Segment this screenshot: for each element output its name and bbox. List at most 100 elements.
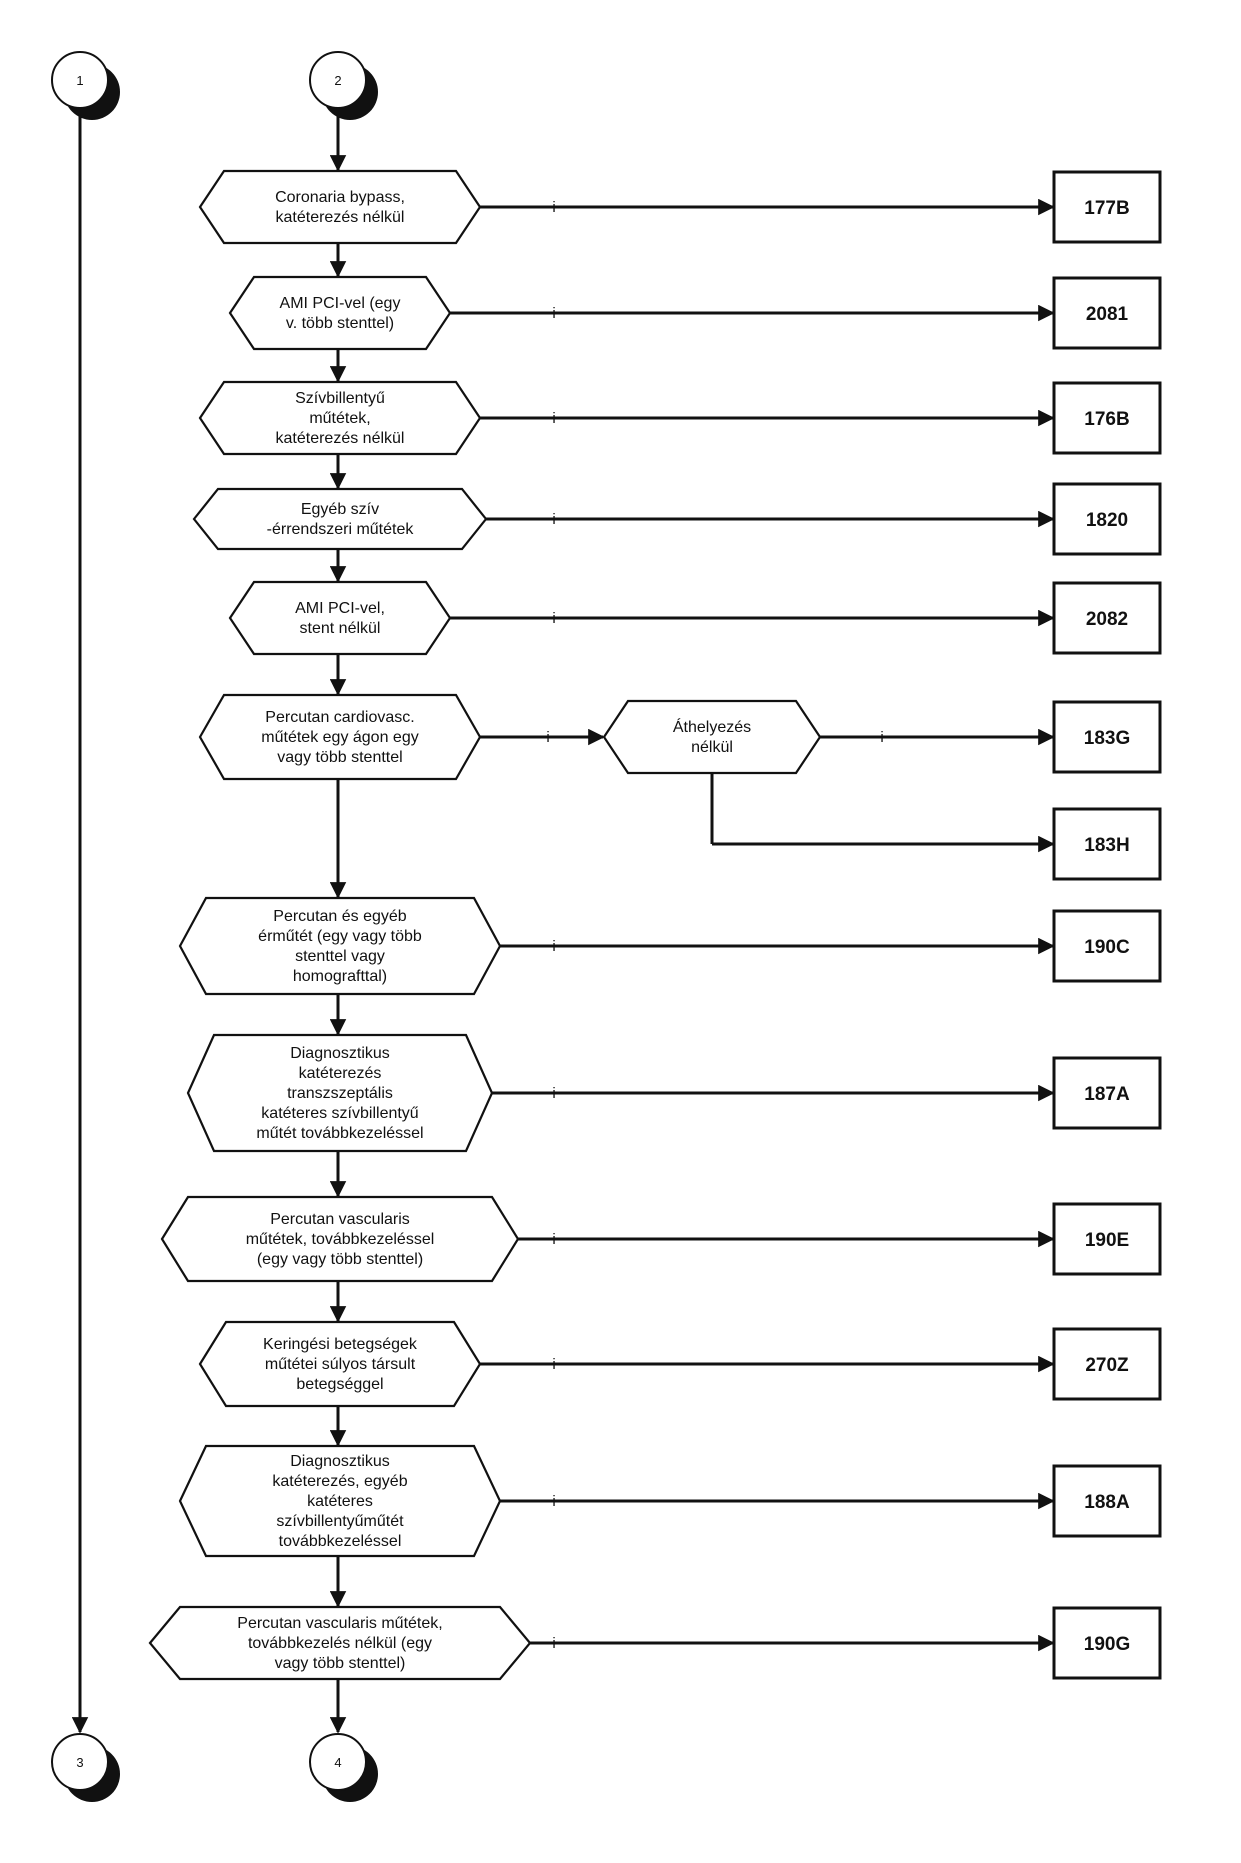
decision-text-line: műtét továbbkezeléssel bbox=[256, 1125, 423, 1142]
decision-shape bbox=[228, 580, 452, 656]
decision-text-line: Diagnosztikus bbox=[290, 1045, 390, 1062]
edge-label: i bbox=[552, 410, 555, 427]
result-177B: 177B bbox=[1052, 170, 1162, 244]
decision-text-line: katéteres szívbillentyű bbox=[261, 1105, 419, 1122]
result-box bbox=[1052, 807, 1162, 881]
decision-shape bbox=[198, 693, 482, 781]
decision-shape bbox=[178, 1444, 502, 1558]
result-code: 187A bbox=[1084, 1084, 1130, 1105]
edge-label: i bbox=[552, 1356, 555, 1373]
result-box bbox=[1052, 581, 1162, 655]
decision-text-line: v. több stenttel) bbox=[286, 315, 394, 332]
decision-d8: Diagnosztikuskatéterezéstranszszeptálisk… bbox=[186, 1033, 494, 1153]
connector-label: 1 bbox=[76, 73, 83, 88]
result-box bbox=[1052, 1464, 1162, 1538]
decision-text-line: homografttal) bbox=[293, 968, 387, 985]
decision-text-line: katéterezés bbox=[299, 1065, 382, 1082]
decision-text-line: nélkül bbox=[691, 739, 733, 756]
decision-text-line: AMI PCI-vel, bbox=[295, 600, 385, 617]
result-176B: 176B bbox=[1052, 381, 1162, 455]
result-box bbox=[1052, 170, 1162, 244]
result-code: 190E bbox=[1085, 1230, 1129, 1251]
decision-shape bbox=[198, 1320, 482, 1408]
connector-3: 3 bbox=[51, 1733, 120, 1802]
result-box bbox=[1052, 1327, 1162, 1401]
result-box bbox=[1052, 909, 1162, 983]
decision-d5: AMI PCI-vel,stent nélkül bbox=[228, 580, 452, 656]
result-code: 1820 bbox=[1086, 510, 1128, 531]
connector-label: 3 bbox=[76, 1755, 83, 1770]
result-box bbox=[1052, 1056, 1162, 1130]
decision-text-line: Percutan cardiovasc. bbox=[265, 709, 414, 726]
result-box bbox=[1052, 700, 1162, 774]
decision-text-line: Coronaria bypass, bbox=[275, 189, 405, 206]
edge-label: i bbox=[880, 729, 883, 746]
decision-text-line: katéterezés nélkül bbox=[276, 209, 405, 226]
decision-text-line: továbbkezelés nélkül (egy bbox=[248, 1635, 432, 1652]
decision-text-line: stenttel vagy bbox=[295, 948, 385, 965]
result-code: 2082 bbox=[1086, 609, 1128, 630]
result-code: 2081 bbox=[1086, 304, 1129, 325]
result-code: 176B bbox=[1084, 409, 1129, 430]
edge-label: i bbox=[552, 1231, 555, 1248]
decision-d1: Coronaria bypass, katéterezés nélkül bbox=[198, 169, 482, 245]
connector-circle bbox=[51, 51, 109, 109]
connector-4: 4 bbox=[309, 1733, 378, 1802]
decision-d3: Szívbillentyű műtétek, katéterezés nélkül bbox=[198, 380, 482, 456]
connector-circle bbox=[309, 1733, 367, 1791]
connector-label: 2 bbox=[334, 73, 341, 88]
decision-text-line: katéterezés, egyéb bbox=[272, 1473, 407, 1490]
result-code: 177B bbox=[1084, 198, 1129, 219]
decision-text-line: betegséggel bbox=[296, 1376, 383, 1393]
decision-shape bbox=[148, 1605, 532, 1681]
decision-text-line: Szívbillentyű bbox=[295, 390, 385, 407]
result-code: 190G bbox=[1084, 1634, 1130, 1655]
connector-2: 2 bbox=[309, 51, 378, 120]
decision-text-line: katéterezés nélkül bbox=[276, 430, 405, 447]
connector-1: 1 bbox=[51, 51, 120, 120]
decision-d6b: Áthelyezés nélkül bbox=[602, 699, 822, 775]
result-2082: 2082 bbox=[1052, 581, 1162, 655]
connector-circle bbox=[309, 51, 367, 109]
result-2081: 2081 bbox=[1052, 276, 1162, 350]
decision-text-line: vagy több stenttel) bbox=[275, 1655, 406, 1672]
decision-shape bbox=[186, 1033, 494, 1153]
edge-label: i bbox=[552, 1493, 555, 1510]
result-box bbox=[1052, 276, 1162, 350]
result-code: 270Z bbox=[1085, 1355, 1129, 1376]
decision-text-line: Egyéb szív bbox=[301, 501, 379, 518]
result-box bbox=[1052, 1202, 1162, 1276]
decision-shape bbox=[228, 275, 452, 351]
result-box bbox=[1052, 381, 1162, 455]
result-183H: 183H bbox=[1052, 807, 1162, 881]
edge-label: i bbox=[552, 199, 555, 216]
decision-text-line: Percutan vascularis bbox=[270, 1211, 410, 1228]
result-187A: 187A bbox=[1052, 1056, 1162, 1130]
decision-text-line: Percutan és egyéb bbox=[273, 908, 407, 925]
result-box bbox=[1052, 482, 1162, 556]
edge-label: i bbox=[552, 1085, 555, 1102]
edge-label: i bbox=[552, 610, 555, 627]
result-183G: 183G bbox=[1052, 700, 1162, 774]
result-code: 190C bbox=[1084, 937, 1130, 958]
connector-label: 4 bbox=[334, 1755, 341, 1770]
decision-d4: Egyéb szív -érrendszeri műtétek bbox=[192, 487, 488, 551]
decision-shape bbox=[198, 380, 482, 456]
decision-shape bbox=[198, 169, 482, 245]
edge-label: i bbox=[552, 938, 555, 955]
decision-text-line: -érrendszeri műtétek bbox=[267, 521, 415, 538]
decision-text-line: Diagnosztikus bbox=[290, 1453, 390, 1470]
decision-text-line: Áthelyezés bbox=[673, 717, 751, 736]
result-code: 183H bbox=[1084, 835, 1129, 856]
result-190C: 190C bbox=[1052, 909, 1162, 983]
decision-text-line: műtétek, bbox=[309, 410, 370, 427]
result-1820: 1820 bbox=[1052, 482, 1162, 556]
result-190E: 190E bbox=[1052, 1202, 1162, 1276]
edge-label: i bbox=[552, 511, 555, 528]
